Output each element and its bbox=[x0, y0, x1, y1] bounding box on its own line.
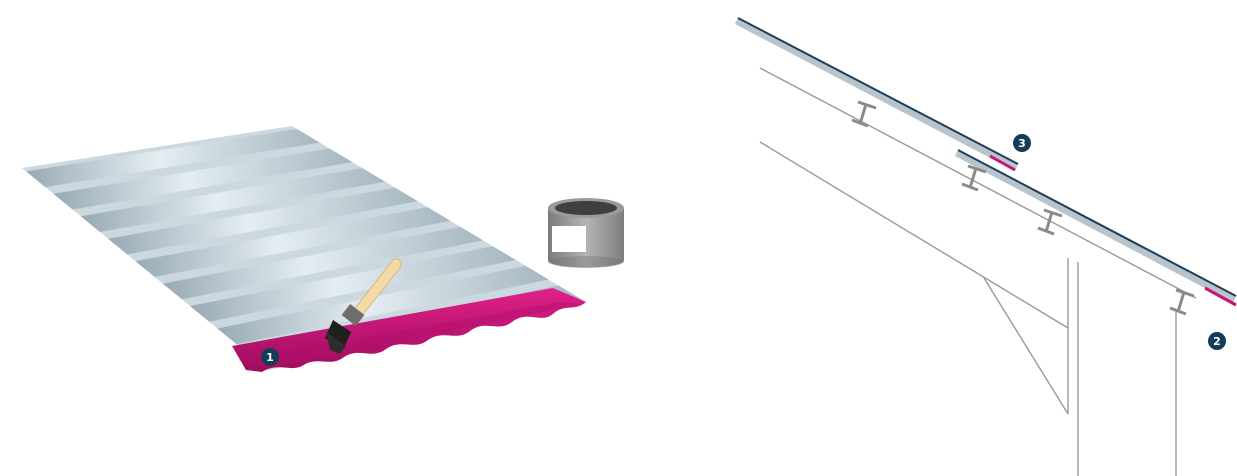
roof-frame bbox=[759, 67, 1197, 476]
callout-1-label: 1 bbox=[266, 351, 274, 364]
callout-2: 2 bbox=[1208, 332, 1226, 350]
primed-edge-shadow bbox=[238, 302, 582, 368]
paint-can-icon bbox=[548, 198, 624, 268]
sheet-rib bbox=[190, 246, 516, 322]
roof-sheets bbox=[735, 17, 1237, 307]
purlin-3 bbox=[1037, 208, 1063, 236]
sheet-rib bbox=[53, 148, 353, 210]
roof-sheet-upper bbox=[735, 18, 1018, 171]
callout-1: 1 bbox=[261, 348, 279, 366]
sheet-rib bbox=[108, 187, 418, 255]
callout-2-label: 2 bbox=[1213, 335, 1221, 348]
purlins bbox=[851, 100, 1195, 316]
callout-3-label: 3 bbox=[1018, 137, 1026, 150]
sheet-rib bbox=[80, 168, 386, 232]
paint-brush-icon bbox=[325, 258, 402, 354]
roof-sheet-lower bbox=[955, 150, 1236, 303]
callout-3: 3 bbox=[1013, 134, 1031, 152]
sheet-rib bbox=[135, 207, 451, 277]
purlin-2 bbox=[961, 164, 987, 192]
primed-edge bbox=[232, 288, 586, 372]
purlin-1 bbox=[851, 100, 877, 128]
sheet-rib bbox=[217, 265, 549, 345]
sheet-rib bbox=[162, 226, 484, 300]
sheet-rib bbox=[26, 128, 320, 188]
purlin-4 bbox=[1169, 288, 1195, 316]
corrugated-sheet-icon bbox=[22, 126, 586, 372]
